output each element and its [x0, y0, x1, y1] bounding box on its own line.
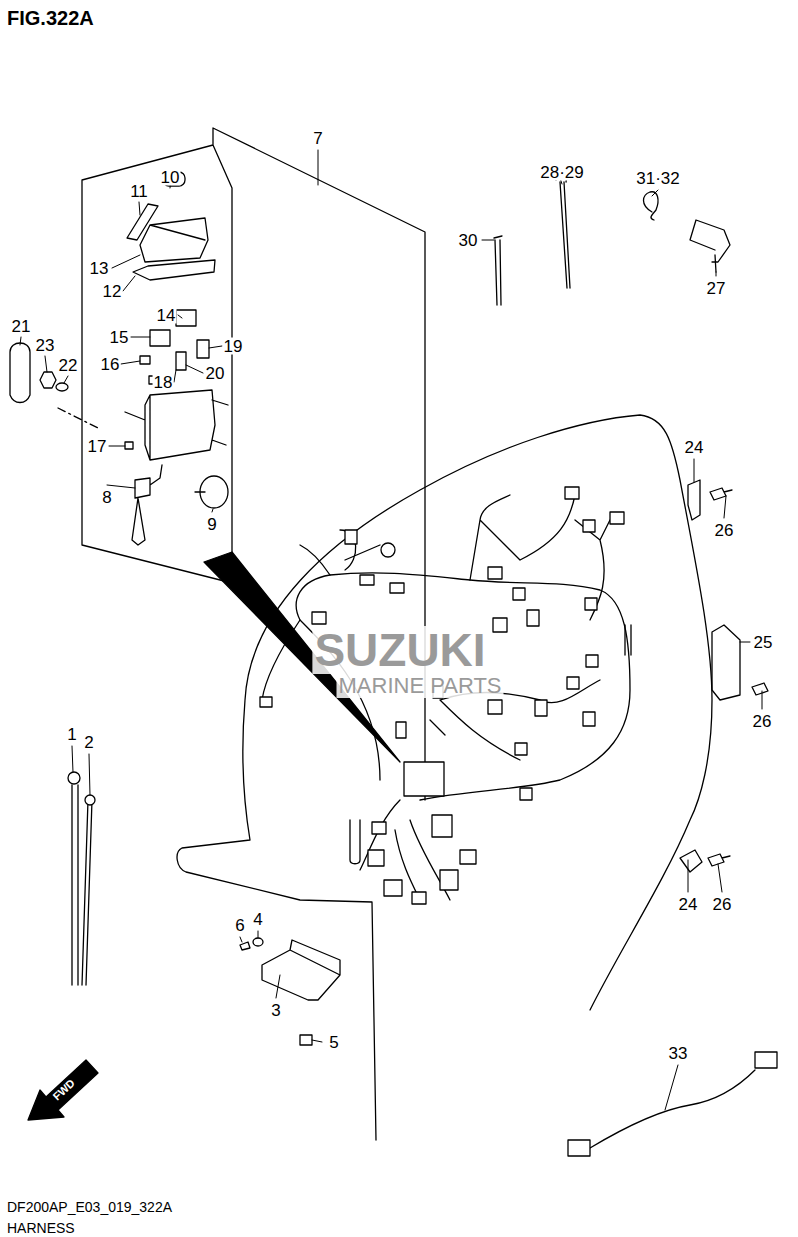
figure-caption: HARNESS [6, 1221, 76, 1235]
cable-bracket [240, 938, 340, 1045]
callout-number: 3 [270, 1002, 281, 1019]
inset-box [82, 128, 425, 800]
fwd-arrow [28, 1060, 98, 1120]
callout-number: 2 [83, 734, 94, 751]
callout-number: 11 [129, 183, 149, 200]
callout-number: 15 [109, 329, 130, 346]
callout-number: 30 [458, 232, 479, 249]
callout-number: 16 [100, 356, 121, 373]
extension-wire [568, 1052, 777, 1156]
callout-number: 7 [312, 130, 323, 147]
callout-number: 4 [252, 911, 263, 928]
callout-number: 25 [753, 634, 774, 651]
callout-number: 8 [101, 489, 112, 506]
callout-number: 14 [156, 307, 177, 324]
harness-wiring [260, 487, 631, 904]
cowling-outline [177, 415, 712, 1140]
callout-number: 27 [706, 280, 727, 297]
battery-cables [68, 772, 95, 985]
callout-number: 23 [35, 337, 56, 354]
watermark: SUZUKI [312, 626, 487, 674]
watermark: MARINE PARTS [337, 674, 504, 698]
callout-number: 18 [153, 374, 174, 391]
callout-number: 19 [223, 338, 244, 355]
callout-number: 9 [206, 516, 217, 533]
callout-number: 28·29 [539, 164, 584, 181]
brackets-bolts [680, 480, 768, 872]
callout-number: 13 [89, 260, 110, 277]
callout-number: 20 [205, 365, 226, 382]
ties-clamps [494, 174, 730, 305]
callout-number: 26 [712, 896, 733, 913]
callout-number: 22 [58, 357, 79, 374]
figure-title: FIG.322A [6, 8, 95, 28]
fuse-box-parts [58, 172, 228, 545]
leader-lines [20, 150, 762, 1110]
callout-number: 26 [752, 713, 773, 730]
callout-number: 12 [102, 283, 123, 300]
callout-number: 31·32 [635, 170, 680, 187]
callout-number: 10 [160, 169, 181, 186]
callout-number: 6 [234, 917, 245, 934]
callout-number: 24 [684, 439, 705, 456]
callout-number: 17 [87, 438, 108, 455]
figure-code: DF200AP_E03_019_322A [6, 1200, 173, 1214]
callout-number: 21 [11, 318, 32, 335]
callout-number: 24 [678, 896, 699, 913]
callout-number: 33 [668, 1045, 689, 1062]
callout-number: 1 [66, 726, 77, 743]
callout-number: 26 [714, 522, 735, 539]
callout-number: 5 [328, 1034, 339, 1051]
